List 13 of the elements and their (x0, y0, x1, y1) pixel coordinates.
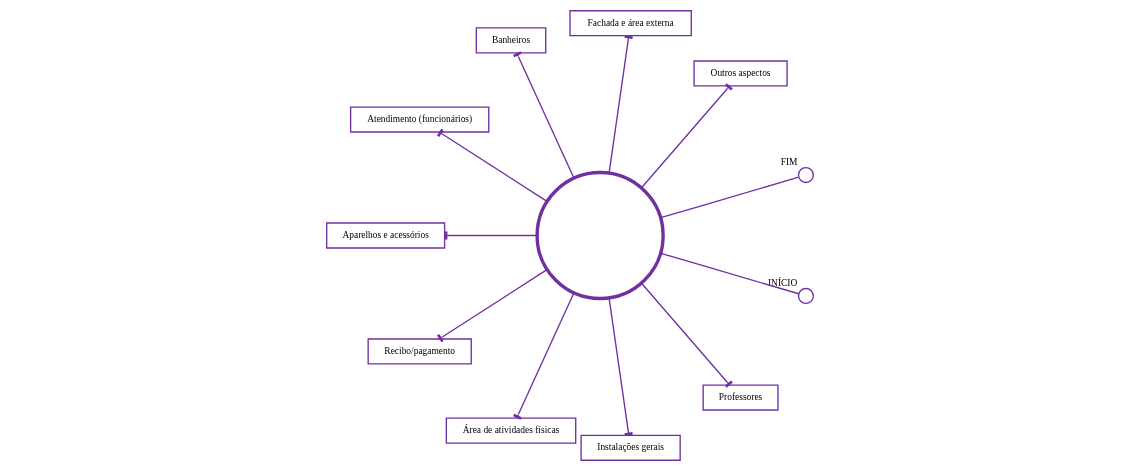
node-label: FIM (780, 157, 797, 168)
connector (512, 51, 575, 179)
connector (659, 176, 799, 219)
node-circle (797, 287, 814, 304)
connector (512, 292, 575, 420)
node-box: Área de atividades físicas (445, 417, 576, 444)
node-circle (534, 170, 665, 301)
node-label: INÍCIO (767, 277, 797, 288)
node-box: Outros aspectos (692, 60, 788, 87)
node-box: Professores (702, 384, 779, 411)
node-box: Banheiros (475, 27, 546, 54)
node-circle (797, 167, 814, 184)
connector (659, 252, 799, 295)
